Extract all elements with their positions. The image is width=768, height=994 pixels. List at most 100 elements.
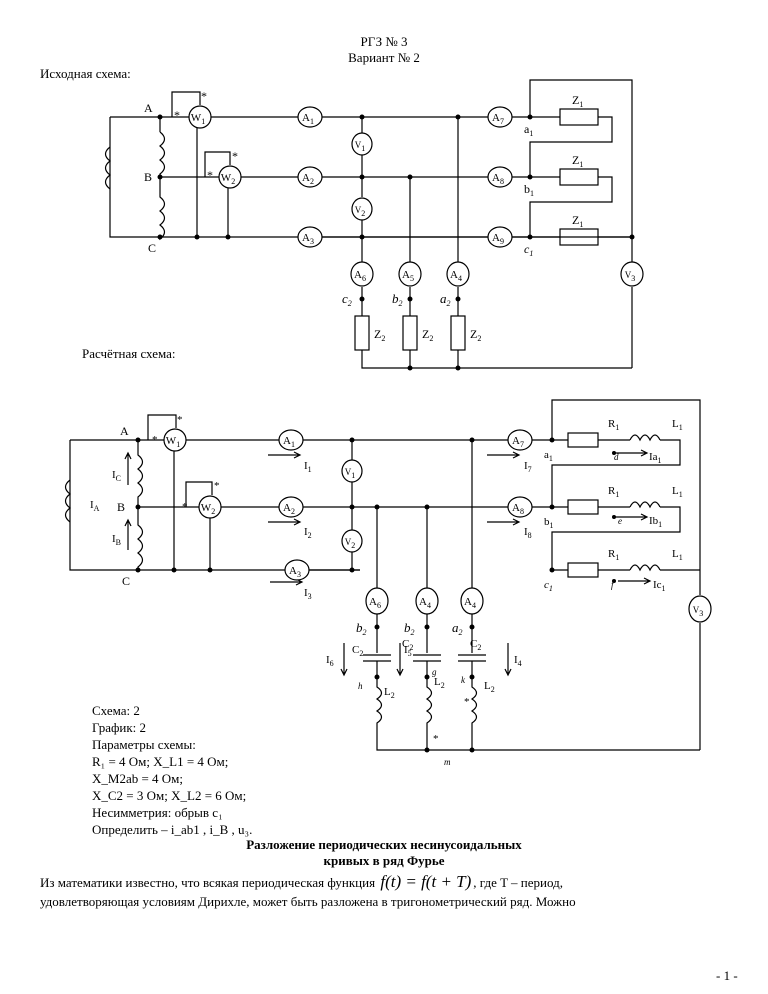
parameters-block: Схема: 2 График: 2 Параметры схемы: R₁ =…: [92, 702, 252, 838]
body-text-1b: , где T – период,: [473, 875, 563, 890]
d2-ammeter-label: A6: [369, 596, 381, 610]
d2-star: *: [464, 696, 470, 708]
param-line-2: X_M2ab = 4 Ом;: [92, 771, 184, 786]
d2-star: *: [152, 434, 158, 446]
calc-scheme-label: Расчётная схема:: [82, 346, 176, 361]
d1-node-b1: b1: [524, 182, 534, 198]
d2-voltmeter-label: V1: [345, 467, 356, 480]
d2-mid-node: d: [614, 452, 619, 462]
d2-bottom-node: a2: [452, 620, 463, 637]
d1-lower-node: a2: [440, 291, 451, 308]
d2-current-label: I8: [524, 526, 532, 540]
d2-l1-label: L1: [672, 548, 683, 562]
d2-ammeter-label: A2: [283, 502, 295, 516]
d1-ammeter-label: A1: [302, 112, 314, 126]
params-heading: Параметры схемы:: [92, 737, 196, 752]
d2-phase-current-label: Ia1: [649, 451, 662, 465]
d2-low-node: k: [461, 675, 466, 685]
d2-low-node: m: [444, 757, 451, 767]
d2-ammeter-label: A1: [283, 435, 295, 449]
d2-c2-label: C2: [402, 638, 413, 652]
d1-ammeter-label: A5: [402, 269, 414, 283]
d2-phase-current-label: Ic1: [653, 579, 666, 593]
d2-c2-label: C2: [470, 638, 481, 652]
d2-bottom-node: b2: [404, 620, 415, 637]
d1-z2-label: Z2: [470, 327, 481, 343]
d2-r1-label: R1: [608, 485, 619, 499]
d2-current-label: I7: [524, 460, 532, 474]
d2-low-node: g: [432, 667, 437, 677]
d1-voltmeter-label: V3: [625, 270, 636, 283]
variant-label: Вариант № 2: [348, 50, 420, 65]
d1-node-a1: a1: [524, 122, 533, 138]
d2-ammeter-label: A4: [464, 596, 476, 610]
d2-current-label: IA: [90, 499, 100, 513]
formula: f(t) = f(t + T): [380, 872, 472, 891]
body-text-1a: Из математики известно, что всякая перио…: [40, 875, 376, 890]
d1-z1-label: Z1: [572, 93, 583, 109]
page-number: - 1 -: [716, 968, 738, 983]
d1-star: *: [201, 89, 207, 103]
d2-voltmeter-label: V3: [693, 605, 704, 618]
d2-star: *: [182, 501, 188, 513]
d2-star: *: [433, 733, 439, 745]
d1-ammeter-label: A6: [354, 269, 366, 283]
d2-load-current-label: I4: [514, 654, 522, 668]
d1-node-C: C: [148, 241, 156, 255]
d2-r1-label: R1: [608, 418, 619, 432]
d2-star: *: [177, 414, 183, 426]
asymmetry-line: Несимметрия: обрыв c₁: [92, 805, 223, 820]
initial-circuit-diagram: A B C * * * * W1W2A1A2A3A4A5A6A7A8A9V1V2…: [104, 79, 644, 371]
graph-number: График: 2: [92, 720, 147, 735]
d2-current-label: IB: [112, 533, 121, 547]
d2-l2-label: L2: [484, 680, 495, 694]
d2-node-A: A: [120, 424, 129, 438]
param-line-3: X_C2 = 3 Ом; X_L2 = 6 Ом;: [92, 788, 247, 803]
d2-mid-node: e: [618, 516, 622, 526]
d2-ammeter-label: A3: [289, 565, 301, 579]
d2-r1-label: R1: [608, 548, 619, 562]
d2-node-a1: a1: [544, 449, 553, 463]
d1-ammeter-label: A3: [302, 232, 314, 246]
d2-mid-node: f: [611, 580, 615, 590]
d1-star: *: [174, 108, 180, 122]
section-title-line2: кривых в ряд Фурье: [323, 853, 445, 868]
d1-voltmeter-label: V1: [355, 140, 366, 153]
scheme-number: Схема: 2: [92, 703, 140, 718]
d2-ammeter-label: A4: [419, 596, 431, 610]
d2-node-B: B: [117, 500, 125, 514]
d2-node-c1: c1: [544, 579, 553, 593]
d2-node-C: C: [122, 574, 130, 588]
d2-l1-label: L1: [672, 485, 683, 499]
d2-l2-label: L2: [384, 686, 395, 700]
d1-z2-label: Z2: [374, 327, 385, 343]
d2-star: *: [214, 480, 220, 492]
d2-voltmeter-label: V2: [345, 537, 356, 550]
page-title: РГЗ № 3: [360, 34, 408, 49]
d2-load-current-label: I5: [404, 644, 412, 658]
d1-z1-label: Z1: [572, 153, 583, 169]
d1-lower-node: b2: [392, 291, 403, 308]
param-line-1: R₁ = 4 Ом; X_L1 = 4 Ом;: [92, 754, 229, 769]
d1-node-c1: c1: [524, 242, 533, 258]
d2-current-label: I1: [304, 460, 312, 474]
d2-low-node: h: [358, 681, 363, 691]
find-line: Определить – i_ab1 , i_B , u₃.: [92, 822, 253, 837]
d1-ammeter-label: A8: [492, 172, 504, 186]
d2-ammeter-label: A7: [512, 435, 524, 449]
d1-node-B: B: [144, 170, 152, 184]
d2-bottom-node: b2: [356, 620, 367, 637]
d2-l2-label: L2: [434, 676, 445, 690]
d2-c2-label: C2: [352, 644, 363, 658]
section-title-line1: Разложение периодических несинусоидальны…: [246, 837, 522, 852]
d2-current-label: I2: [304, 526, 312, 540]
d1-z1-label: Z1: [572, 213, 583, 229]
d1-ammeter-label: A9: [492, 232, 504, 246]
d2-ammeter-label: A8: [512, 502, 524, 516]
d1-node-A: A: [144, 101, 153, 115]
d2-l1-label: L1: [672, 418, 683, 432]
d1-star: *: [207, 168, 213, 182]
d1-z2-label: Z2: [422, 327, 433, 343]
d2-load-current-label: I6: [326, 654, 334, 668]
